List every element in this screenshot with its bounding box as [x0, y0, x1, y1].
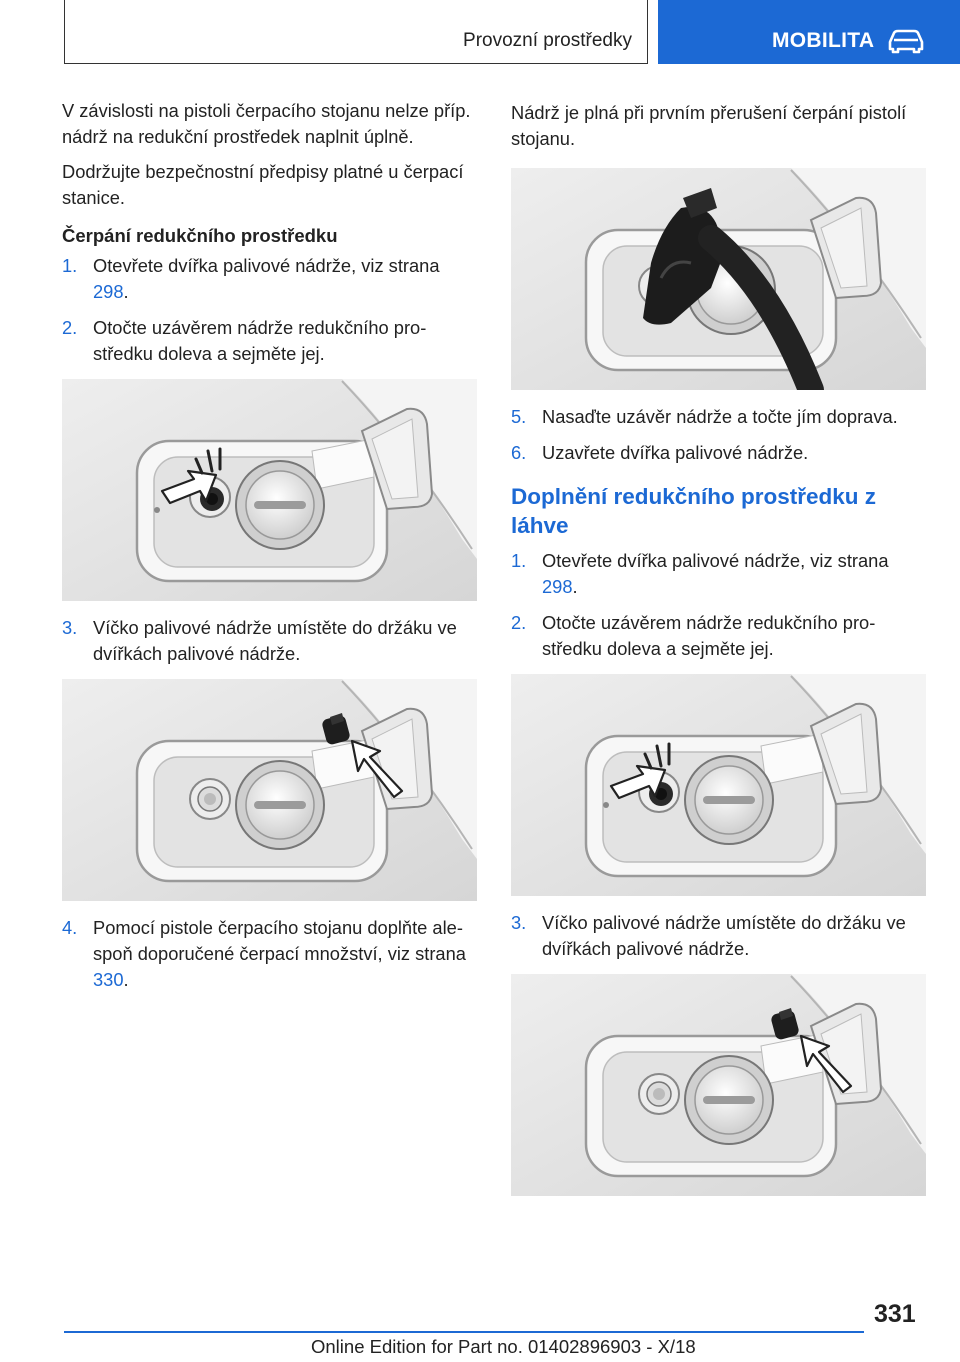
- step-text-end: .: [572, 576, 578, 597]
- step-number: 3.: [62, 617, 78, 638]
- step-number: 1.: [62, 255, 78, 276]
- car-icon: [888, 29, 924, 54]
- step-text-end: .: [123, 969, 129, 990]
- page-link[interactable]: 330: [93, 969, 124, 990]
- intro-paragraph-2: Dodržujte bezpečnostní předpisy platné u…: [62, 161, 464, 208]
- step-item: 1. Otevřete dvířka palivové nádrže, viz …: [62, 253, 478, 305]
- step-text: Otočte uzávěrem nádrže redukčního pro­st…: [93, 317, 427, 364]
- chapter-label: MOBILITA: [772, 29, 875, 52]
- step-item: 3. Víčko palivové nádrže umístěte do drž…: [511, 910, 927, 962]
- illustration-cap-holder: [62, 679, 477, 901]
- step-text: Víčko palivové nádrže umístěte do držáku…: [93, 617, 457, 664]
- step-text-end: .: [123, 281, 129, 302]
- left-column: V závislosti na pistoli čerpacího stojan…: [62, 98, 478, 1003]
- step-text: Víčko palivové nádrže umístěte do držáku…: [542, 912, 906, 959]
- step-text: Nasaďte uzávěr nádrže a točte jím doprav…: [542, 406, 898, 427]
- footer-edition-text: Online Edition for Part no. 01402896903 …: [311, 1336, 696, 1357]
- step-item: 3. Víčko palivové nádrže umístěte do drž…: [62, 615, 478, 667]
- step-number: 2.: [62, 317, 78, 338]
- step-item: 4. Pomocí pistole čerpacího stojanu dopl…: [62, 915, 478, 993]
- illustration-cap-removal: [62, 379, 477, 601]
- step-item: 2. Otočte uzávěrem nádrže redukčního pro…: [511, 610, 927, 662]
- step-text: Otevřete dvířka palivové nádrže, viz str…: [542, 550, 889, 571]
- illustration-cap-holder-2: [511, 974, 926, 1196]
- step-text: Pomocí pistole čerpacího stojanu doplňte…: [93, 917, 466, 964]
- section-title: Provozní prostředky: [463, 30, 632, 51]
- right-column: Nádrž je plná při prvním přerušení čerpá…: [511, 100, 927, 1210]
- step-item: 1. Otevřete dvířka palivové nádrže, viz …: [511, 548, 927, 600]
- page-link[interactable]: 298: [93, 281, 124, 302]
- page-number: 331: [874, 1300, 916, 1328]
- step-item: 2. Otočte uzávěrem nádrže redukčního pro…: [62, 315, 478, 367]
- step-text: Otevřete dvířka palivové nádrže, viz str…: [93, 255, 440, 276]
- step-text: Uzavřete dvířka palivové nádrže.: [542, 442, 809, 463]
- step-number: 3.: [511, 912, 527, 933]
- illustration-refuel-nozzle: [511, 168, 926, 390]
- section-heading: Doplnění redukčního prostředku z láhve: [511, 484, 877, 538]
- step-text: Otočte uzávěrem nádrže redukčního pro­st…: [542, 612, 876, 659]
- step-number: 1.: [511, 550, 527, 571]
- step-number: 2.: [511, 612, 527, 633]
- illustration-cap-removal-2: [511, 674, 926, 896]
- intro-paragraph: Nádrž je plná při prvním přerušení čerpá…: [511, 102, 907, 149]
- chapter-tab[interactable]: MOBILITA: [658, 0, 960, 64]
- subheading: Čerpání redukčního prostředku: [62, 225, 338, 246]
- step-number: 4.: [62, 917, 78, 938]
- step-item: 5. Nasaďte uzávěr nádrže a točte jím dop…: [511, 404, 927, 430]
- page-link[interactable]: 298: [542, 576, 573, 597]
- step-number: 6.: [511, 442, 527, 463]
- step-item: 6. Uzavřete dvířka palivové nádrže.: [511, 440, 927, 466]
- intro-paragraph-1: V závislosti na pistoli čerpacího stojan…: [62, 100, 471, 147]
- step-number: 5.: [511, 406, 527, 427]
- footer-divider: [64, 1331, 864, 1333]
- header-box: [64, 0, 648, 64]
